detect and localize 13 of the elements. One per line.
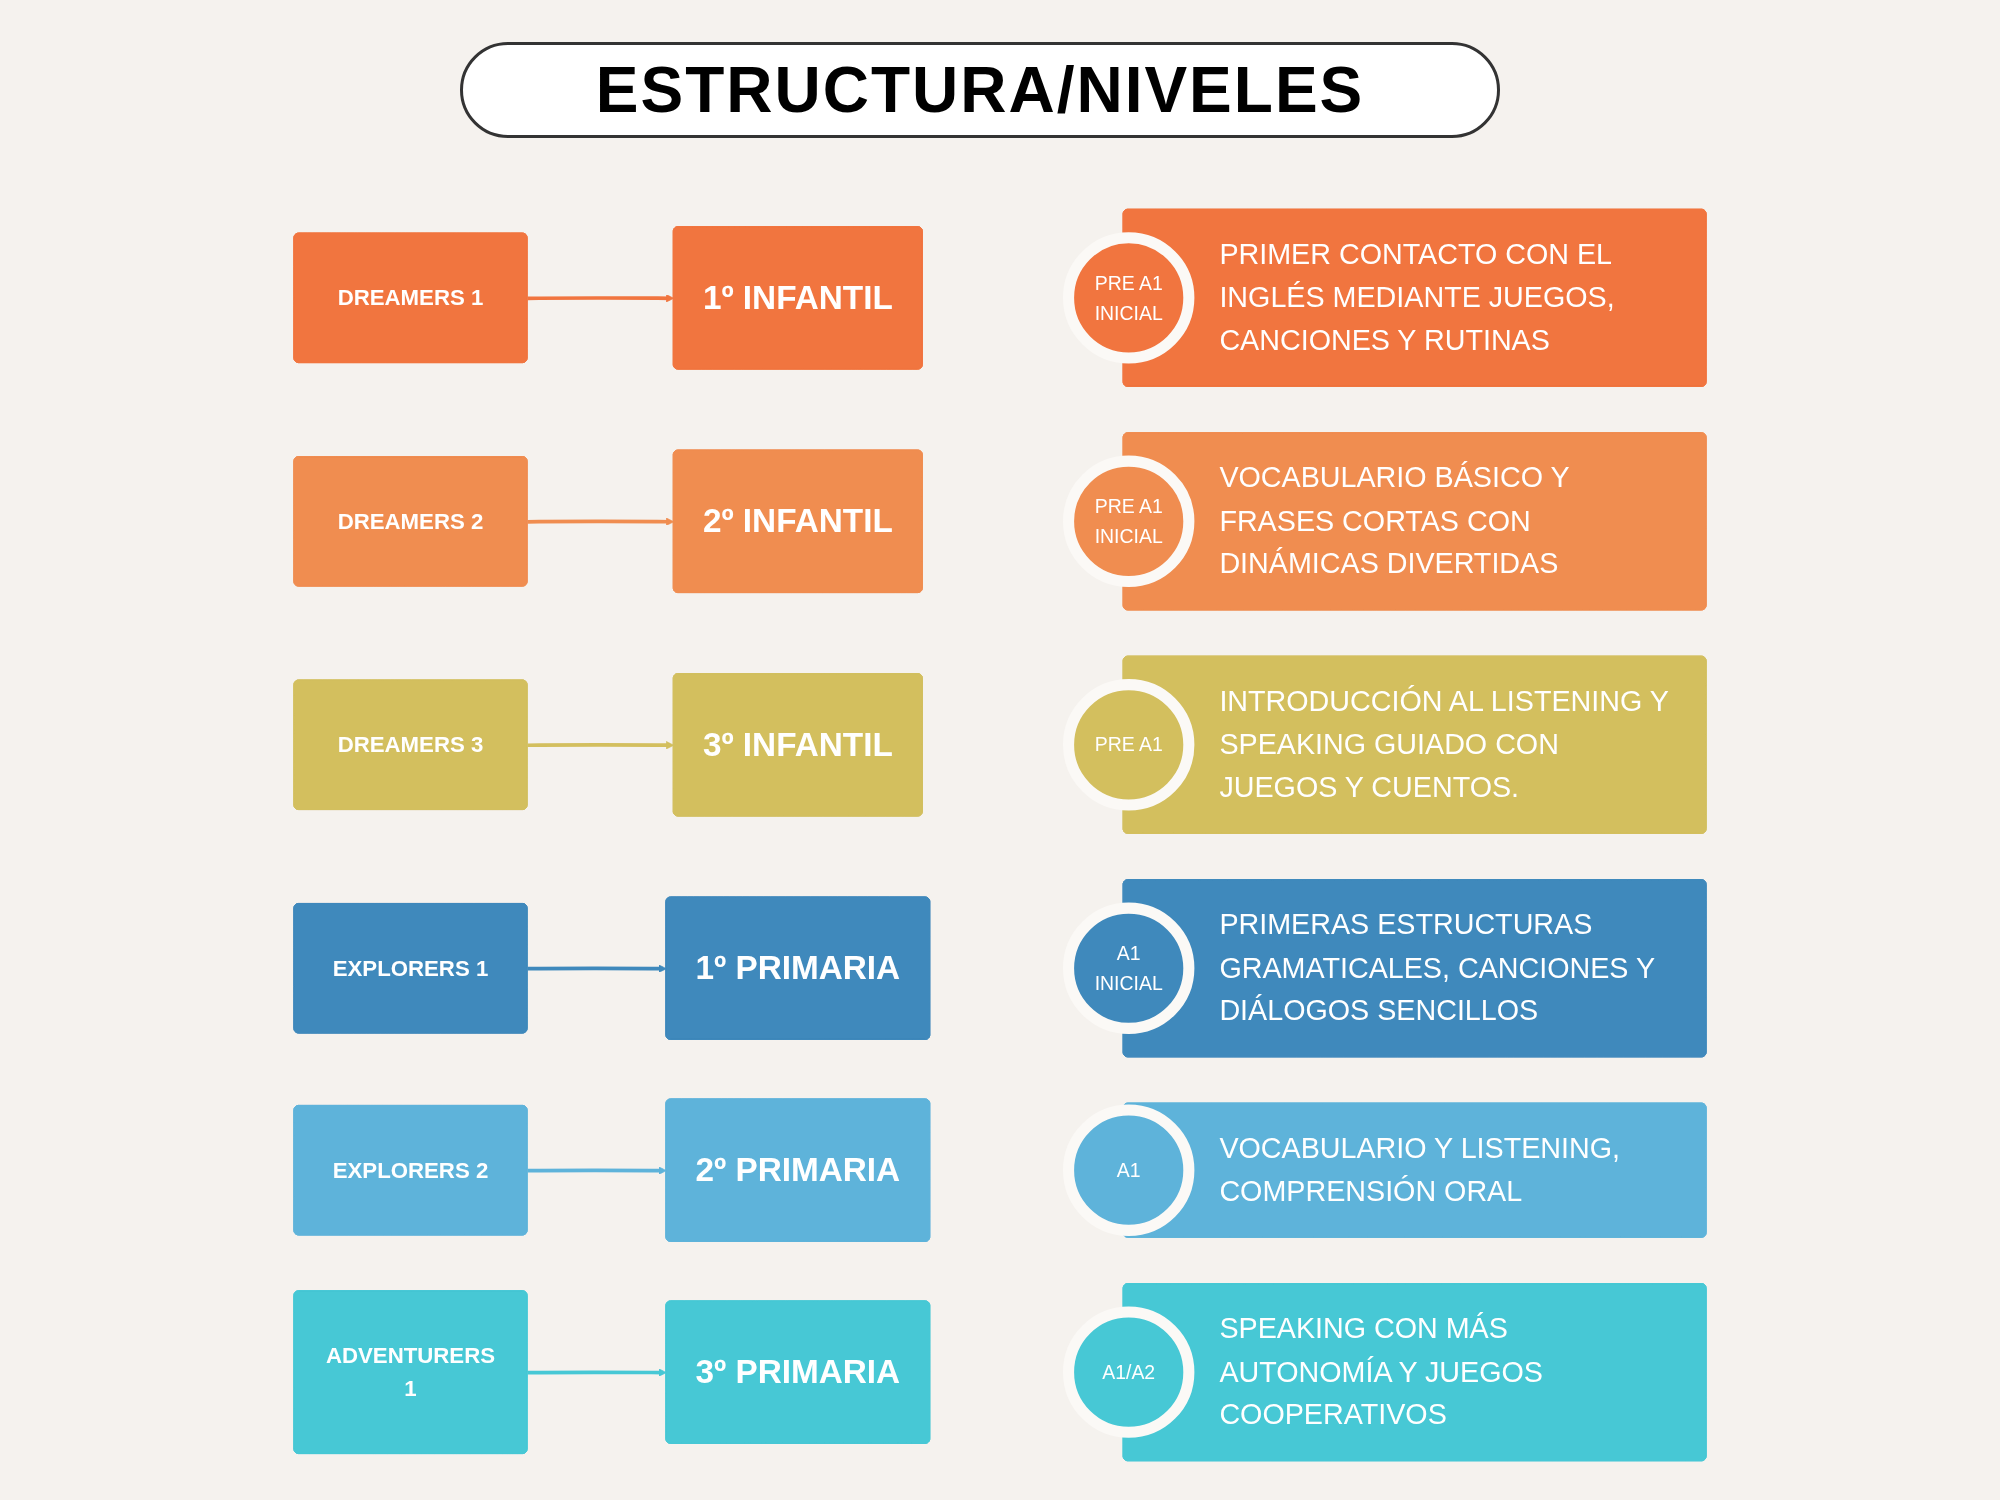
arrow (527, 294, 675, 303)
arrow (527, 964, 667, 973)
node-circle: A1/A2 (1063, 1306, 1195, 1438)
arrow (527, 517, 675, 526)
arrow (527, 1166, 667, 1175)
title: ESTRUCTURA/NIVELES (595, 53, 1365, 127)
node-circle: PRE A1 (1063, 679, 1195, 811)
arrow (527, 1368, 667, 1377)
node-circle: PRE A1 INICIAL (1063, 232, 1195, 364)
node-circle: A1 (1063, 1104, 1195, 1236)
node-circle: PRE A1 INICIAL (1063, 455, 1195, 587)
node-circle: A1 INICIAL (1063, 902, 1195, 1034)
arrow (527, 741, 675, 750)
